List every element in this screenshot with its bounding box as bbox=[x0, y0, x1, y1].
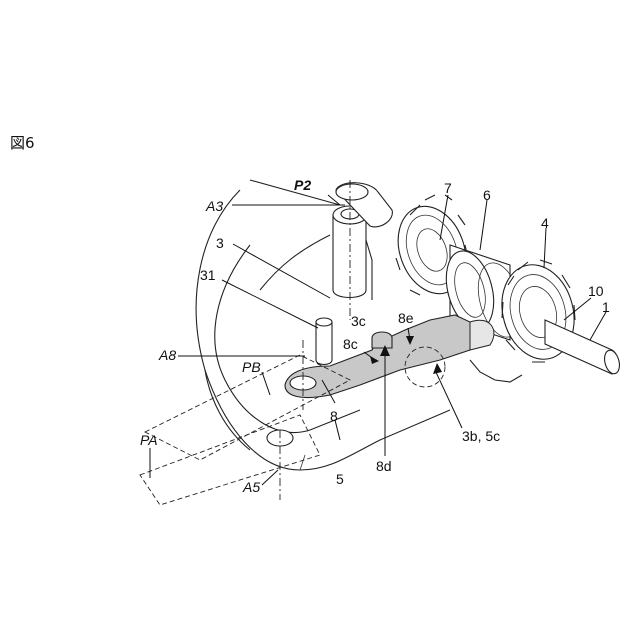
label-8d: 8d bbox=[376, 458, 392, 474]
label-7: 7 bbox=[444, 180, 452, 196]
label-pb: PB bbox=[242, 359, 261, 375]
label-10: 10 bbox=[588, 283, 604, 299]
label-p2: P2 bbox=[294, 177, 311, 193]
label-8c: 8c bbox=[343, 336, 358, 352]
label-8e: 8e bbox=[398, 310, 414, 326]
label-a3: A3 bbox=[205, 198, 223, 214]
label-a8: A8 bbox=[158, 347, 176, 363]
label-5: 5 bbox=[336, 471, 344, 487]
label-1: 1 bbox=[602, 299, 610, 315]
label-3: 3 bbox=[216, 235, 224, 251]
label-pa: PA bbox=[140, 432, 158, 448]
label-6: 6 bbox=[483, 187, 491, 203]
label-3c: 3c bbox=[351, 313, 366, 329]
label-4: 4 bbox=[541, 215, 549, 231]
small-pin bbox=[316, 318, 332, 365]
label-31: 31 bbox=[200, 267, 216, 283]
label-8: 8 bbox=[330, 408, 338, 424]
arrow-3b bbox=[433, 363, 442, 374]
label-3b-5c: 3b, 5c bbox=[462, 428, 500, 444]
pivot-post bbox=[333, 183, 392, 300]
label-a5: A5 bbox=[242, 479, 260, 495]
shaft-1 bbox=[545, 320, 622, 375]
